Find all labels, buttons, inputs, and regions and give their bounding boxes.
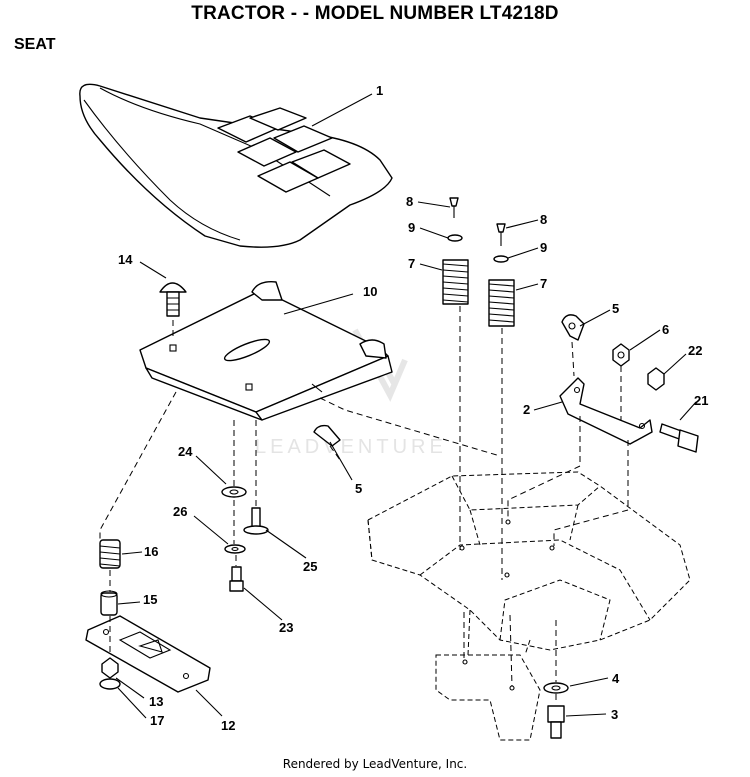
alignment-lines xyxy=(99,306,629,704)
seat-pan xyxy=(139,281,393,421)
callout-2: 2 xyxy=(523,402,530,417)
bolt-23 xyxy=(229,566,244,592)
callout-16: 16 xyxy=(144,544,158,559)
pivot-bracket xyxy=(559,377,653,445)
callout-23: 23 xyxy=(279,620,293,635)
callout-21: 21 xyxy=(694,393,708,408)
callout-9-right: 9 xyxy=(540,240,547,255)
callout-7-right: 7 xyxy=(540,276,547,291)
callout-8-right: 8 xyxy=(540,212,547,227)
clip-lower xyxy=(313,424,341,447)
leader-lines xyxy=(115,93,697,719)
callout-26: 26 xyxy=(173,504,187,519)
washer-4 xyxy=(543,682,569,694)
bolt-25 xyxy=(243,507,269,535)
bolt-3 xyxy=(547,705,565,739)
section-label: SEAT xyxy=(14,36,56,53)
footer-credit: Rendered by LeadVenture, Inc. xyxy=(282,757,468,771)
callout-10: 10 xyxy=(363,284,377,299)
washer-24 xyxy=(221,486,247,498)
tractor-frame xyxy=(367,471,691,741)
callout-5-lower: 5 xyxy=(355,481,362,496)
watermark-text: LEADVENTURE xyxy=(255,436,447,458)
shoulder-bolt xyxy=(659,423,699,453)
spring-right xyxy=(488,223,515,327)
nut-13 xyxy=(101,657,119,679)
callout-12: 12 xyxy=(221,718,235,733)
callout-5-upper: 5 xyxy=(612,301,619,316)
spacer-15 xyxy=(100,590,118,616)
callout-17: 17 xyxy=(150,713,164,728)
spring-16 xyxy=(99,539,121,569)
callout-3: 3 xyxy=(611,707,618,722)
washer-26 xyxy=(224,544,246,554)
callout-6: 6 xyxy=(662,322,669,337)
callout-4: 4 xyxy=(612,671,620,686)
callout-14: 14 xyxy=(118,252,133,267)
page-title: TRACTOR - - MODEL NUMBER LT4218D xyxy=(191,3,559,24)
carriage-bolt xyxy=(159,282,187,317)
callout-8-left: 8 xyxy=(406,194,413,209)
washer-17 xyxy=(99,678,121,690)
callout-24: 24 xyxy=(178,444,193,459)
spring-left xyxy=(442,197,469,305)
hex-nut xyxy=(612,343,630,367)
callout-9-left: 9 xyxy=(408,220,415,235)
seat xyxy=(79,83,393,248)
slide-plate xyxy=(85,615,211,693)
clip-upper xyxy=(561,314,585,341)
callout-7-left: 7 xyxy=(408,256,415,271)
callout-25: 25 xyxy=(303,559,317,574)
callout-15: 15 xyxy=(143,592,157,607)
callout-13: 13 xyxy=(149,694,163,709)
callout-1: 1 xyxy=(376,83,383,98)
flange-nut xyxy=(647,367,665,391)
callout-labels: 1 2 3 4 5 5 6 7 7 8 8 9 9 10 12 13 14 15… xyxy=(118,83,708,733)
callout-22: 22 xyxy=(688,343,702,358)
